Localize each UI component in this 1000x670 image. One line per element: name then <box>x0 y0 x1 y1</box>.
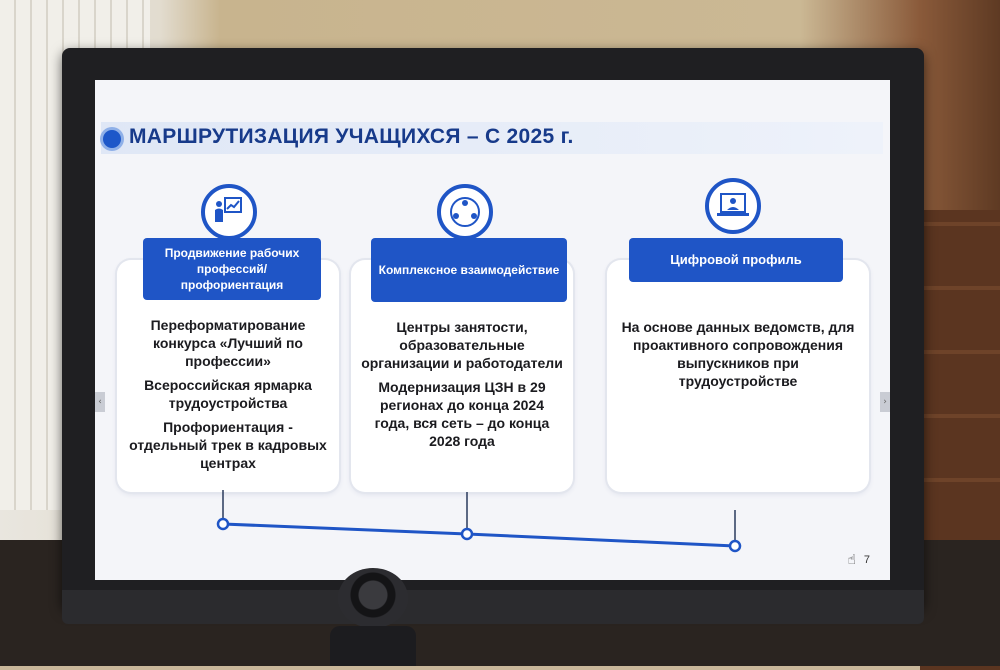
card-paragraph: Модернизация ЦЗН в 29 регионах до конца … <box>374 379 550 449</box>
webcam-lens-icon <box>338 568 408 628</box>
timeline-node <box>216 517 230 531</box>
card-paragraph: На основе данных ведомств, для проактивн… <box>621 319 855 389</box>
card-label: Продвижение рабочих профессий/ профориен… <box>143 238 321 300</box>
next-slide-arrow-icon[interactable]: › <box>880 392 890 412</box>
webcam <box>330 568 420 666</box>
timeline-line <box>222 522 736 548</box>
card-paragraph: Профориентация - отдельный трек в кадров… <box>129 419 327 471</box>
card-label: Комплексное взаимодействие <box>371 238 567 302</box>
page-number: 7 <box>863 554 870 566</box>
card-text: На основе данных ведомств, для проактивн… <box>617 318 859 396</box>
laptop-profile-icon <box>705 178 761 234</box>
card-digital-profile: На основе данных ведомств, для проактивн… <box>607 260 869 492</box>
card-text: Центры занятости, образовательные органи… <box>361 318 563 456</box>
monitor-bezel-bottom <box>62 590 924 624</box>
card-paragraph: Всероссийская ярмарка трудоустройства <box>144 377 312 411</box>
webcam-base <box>330 626 416 666</box>
prev-slide-arrow-icon[interactable]: ‹ <box>95 392 105 412</box>
timeline-node <box>460 527 474 541</box>
slide-title: МАРШРУТИЗАЦИЯ УЧАЩИХСЯ – С 2025 г. <box>129 125 574 148</box>
title-bar <box>101 122 883 154</box>
title-bullet-icon <box>103 130 121 148</box>
card-label: Цифровой профиль <box>629 238 843 282</box>
presentation-slide: МАРШРУТИЗАЦИЯ УЧАЩИХСЯ – С 2025 г. Переф… <box>95 80 890 580</box>
card-paragraph: Переформатирование конкурса «Лучший по п… <box>150 317 306 369</box>
timeline-node <box>728 539 742 553</box>
people-network-icon <box>437 184 493 240</box>
presenter-board-icon <box>201 184 257 240</box>
hand-cursor-icon: ☝ <box>847 552 856 568</box>
card-text: Переформатирование конкурса «Лучший по п… <box>127 316 329 478</box>
card-paragraph: Центры занятости, образовательные органи… <box>361 319 563 371</box>
